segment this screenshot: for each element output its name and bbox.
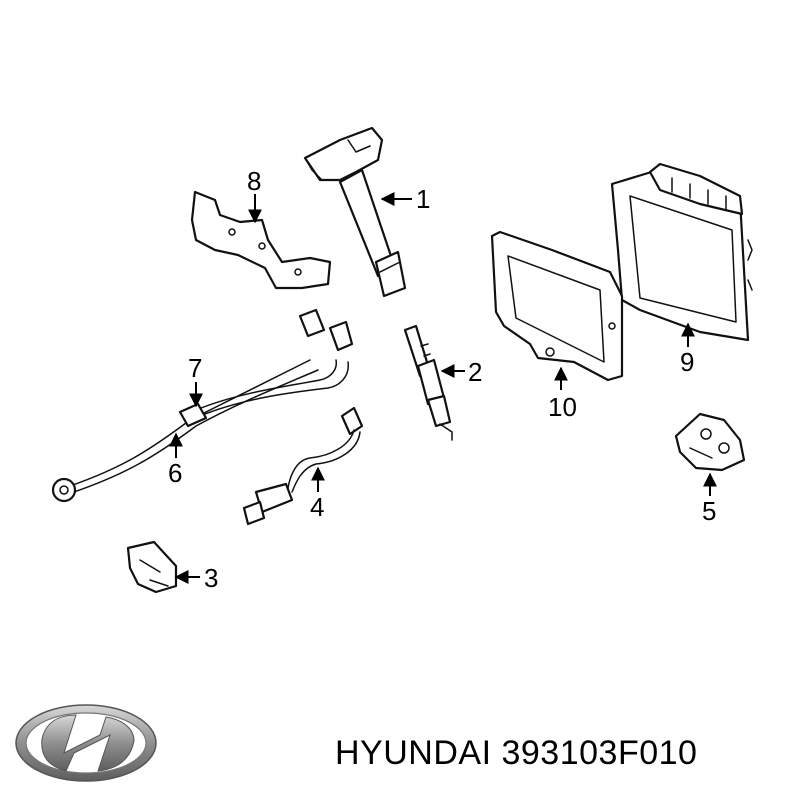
ignition-coil-part — [303, 126, 407, 298]
ecu-bracket-part — [490, 230, 624, 382]
bracket-part — [190, 190, 332, 290]
mount-bracket-part — [674, 412, 746, 472]
callout-8: 8 — [247, 166, 261, 196]
callout-6: 6 — [168, 458, 182, 488]
oxygen-sensor-part — [242, 406, 364, 526]
engine-control-unit-part — [610, 162, 753, 342]
part-caption: HYUNDAI 393103F010 — [335, 734, 795, 784]
callout-9: 9 — [680, 347, 694, 377]
callout-5: 5 — [702, 496, 716, 526]
callout-7: 7 — [188, 353, 202, 383]
callout-3: 3 — [204, 563, 218, 593]
spark-plug-part — [403, 324, 453, 441]
callout-4: 4 — [310, 492, 324, 522]
small-bracket-part — [126, 540, 178, 594]
part-number: 393103F010 — [501, 734, 698, 772]
wiring-harness-part — [51, 308, 354, 503]
brand-name: HYUNDAI — [335, 734, 492, 772]
callout-1: 1 — [416, 184, 430, 214]
callout-10: 10 — [548, 392, 577, 422]
hyundai-logo-icon — [15, 704, 157, 782]
callout-2: 2 — [468, 357, 482, 387]
